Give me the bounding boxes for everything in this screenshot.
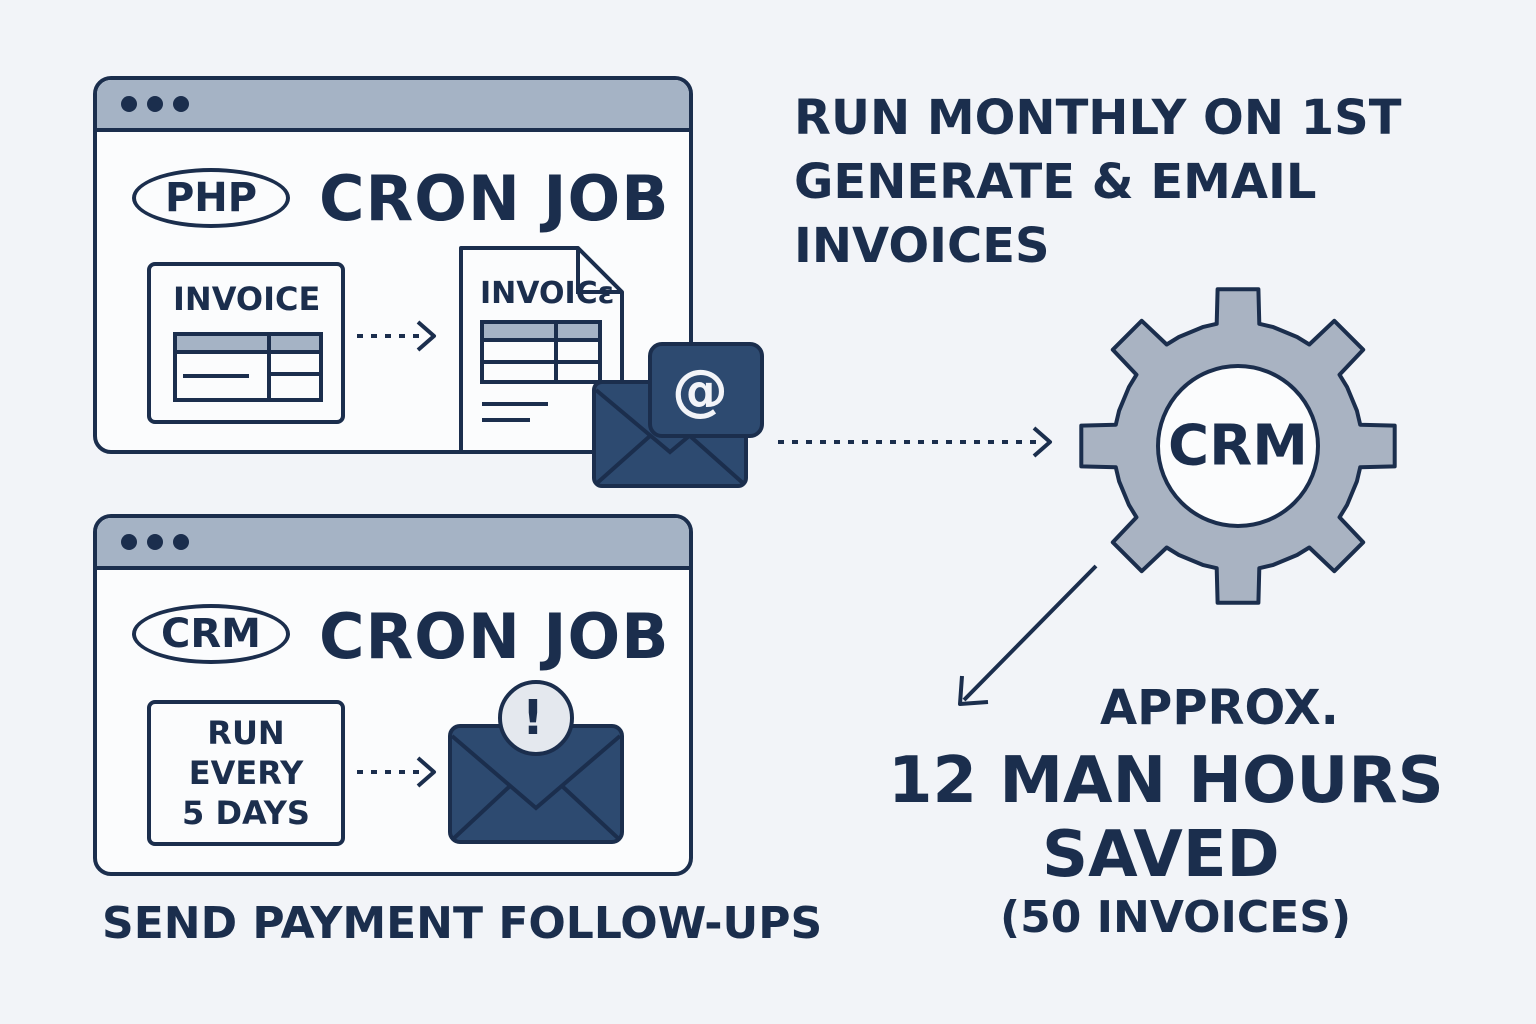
caption-line: RUN MONTHLY ON 1ST xyxy=(794,90,1402,146)
savings-hours: 12 MAN HOURS xyxy=(888,744,1444,818)
gear-crm-label: CRM xyxy=(1168,413,1308,479)
savings-saved: SAVED xyxy=(1042,818,1280,892)
invoice-card: INVOICE xyxy=(147,262,345,424)
window-dot xyxy=(147,534,163,550)
schedule-line: 5 DAYS xyxy=(182,794,310,832)
invoice-card-label: INVOICE xyxy=(173,280,321,318)
crm-badge: CRM xyxy=(132,604,290,664)
invoice-document-label: INVOICɛ xyxy=(480,276,615,311)
schedule-card: RUN EVERY 5 DAYS xyxy=(147,700,345,846)
at-symbol-icon: @ xyxy=(672,358,728,423)
window-dot xyxy=(173,96,189,112)
savings-note: (50 INVOICES) xyxy=(1000,892,1352,943)
schedule-line: RUN xyxy=(207,714,285,752)
window-titlebar xyxy=(97,80,689,132)
schedule-caption: RUN MONTHLY ON 1ST GENERATE & EMAIL INVO… xyxy=(794,86,1401,278)
window-titlebar xyxy=(97,518,689,570)
window-dot xyxy=(121,534,137,550)
php-badge: PHP xyxy=(132,168,290,228)
invoice-table-icon xyxy=(173,332,323,402)
caption-line: GENERATE & EMAIL xyxy=(794,154,1317,210)
exclamation-icon: ! xyxy=(522,690,544,746)
schedule-line: EVERY xyxy=(188,754,304,792)
cron-job-title: CRON JOB xyxy=(319,162,670,235)
savings-approx: APPROX. xyxy=(1100,680,1339,736)
window-dot xyxy=(121,96,137,112)
followup-caption: SEND PAYMENT FOLLOW-UPS xyxy=(102,898,823,949)
cron-job-title: CRON JOB xyxy=(319,600,670,673)
caption-line: INVOICES xyxy=(794,218,1050,274)
window-dot xyxy=(173,534,189,550)
window-dot xyxy=(147,96,163,112)
crm-cron-window: CRM CRON JOB RUN EVERY 5 DAYS xyxy=(93,514,693,876)
